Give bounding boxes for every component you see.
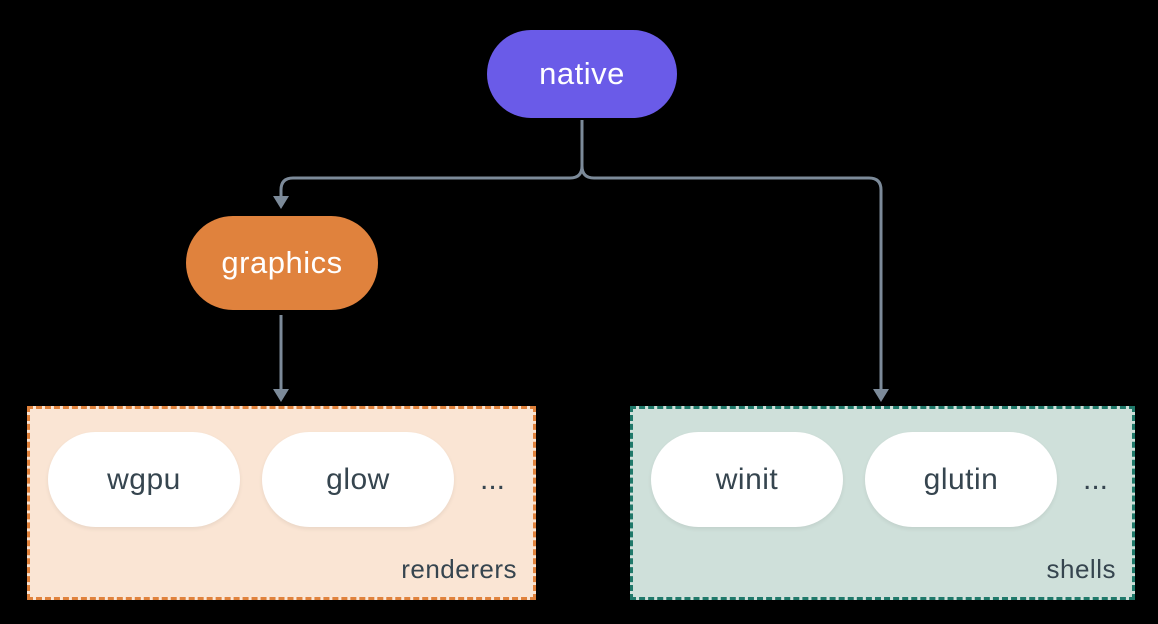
edge-native-to-shells (580, 120, 889, 402)
renderers-ellipsis: ... (480, 462, 506, 496)
item-label-wgpu: wgpu (107, 462, 181, 496)
arrowhead-into-renderers (273, 389, 289, 402)
item-pill-wgpu: wgpu (48, 432, 240, 527)
edge-graphics-to-renderers (273, 315, 289, 402)
shells-group-label: shells (1046, 554, 1116, 584)
node-graphics: graphics (186, 216, 378, 310)
node-graphics-label: graphics (221, 245, 343, 280)
group-renderers: wgpu glow ... renderers (27, 406, 536, 600)
shells-ellipsis: ... (1083, 462, 1109, 496)
item-pill-glutin: glutin (865, 432, 1057, 527)
node-native-label: native (539, 56, 625, 91)
item-label-glutin: glutin (923, 462, 999, 496)
item-pill-glow: glow (262, 432, 454, 527)
item-label-winit: winit (715, 462, 779, 496)
arrowhead-into-graphics (273, 196, 289, 209)
node-native: native (487, 30, 677, 118)
renderers-group-label: renderers (401, 554, 517, 584)
arrowhead-into-shells (873, 389, 889, 402)
group-shells: winit glutin ... shells (630, 406, 1135, 600)
edge-native-to-graphics (273, 120, 584, 209)
item-label-glow: glow (326, 462, 390, 496)
item-pill-winit: winit (651, 432, 843, 527)
